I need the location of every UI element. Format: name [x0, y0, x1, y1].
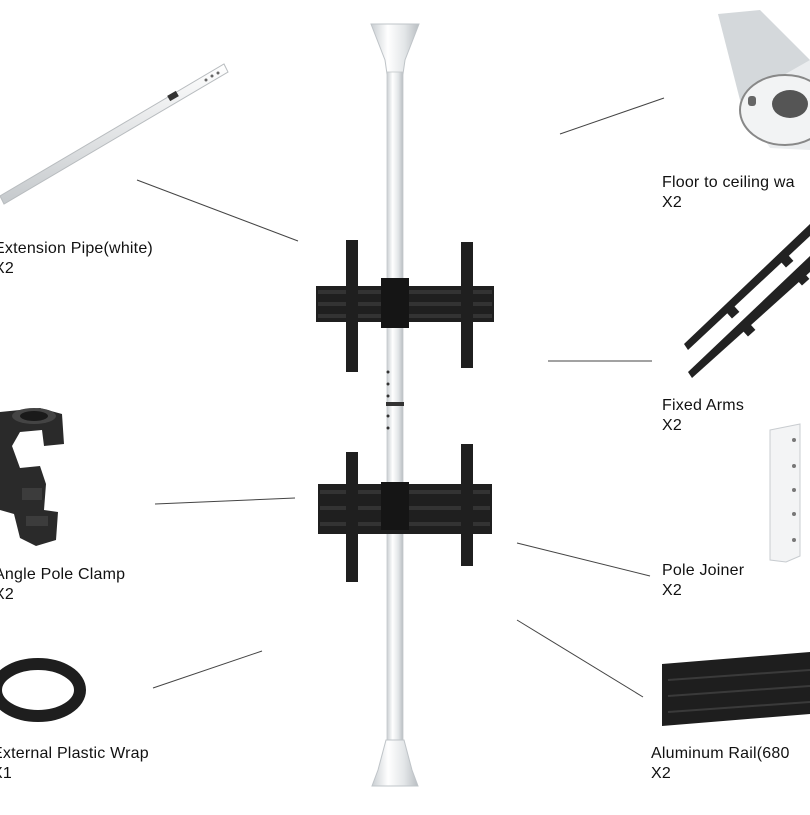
leader-line-extension-pipe [136, 179, 299, 242]
extension-pipe-image [0, 63, 229, 205]
label-aluminum-rail: Aluminum Rail(680 X2 [651, 744, 790, 784]
upper-tv-mount [316, 240, 494, 372]
part-name: External Plastic Wrap [0, 745, 149, 762]
leader-lines [136, 97, 665, 698]
part-name: Floor to ceiling wa [662, 174, 795, 191]
pole-assembly-image [316, 23, 494, 787]
label-floor-ceiling: Floor to ceiling wa X2 [662, 173, 795, 213]
leader-line-floor-ceiling [559, 97, 665, 135]
leader-line-aluminum-rail [516, 619, 644, 698]
part-name: Aluminum Rail(680 [651, 745, 790, 762]
plastic-wrap-image [0, 658, 86, 722]
part-name: Extension Pipe(white) [0, 240, 153, 257]
part-qty: X2 [0, 260, 14, 277]
lower-tv-mount [318, 444, 492, 582]
leader-line-plastic-wrap [152, 650, 263, 689]
label-plastic-wrap: External Plastic Wrap X1 [0, 744, 149, 784]
part-name: Fixed Arms [662, 397, 745, 414]
part-qty: X2 [0, 586, 14, 603]
label-fixed-arms: Fixed Arms X2 [662, 396, 744, 436]
part-name: Angle Pole Clamp [0, 566, 126, 583]
leader-line-pole-joiner [516, 542, 651, 577]
label-extension-pipe: Extension Pipe(white) X2 [0, 239, 153, 279]
part-name: Pole Joiner [662, 562, 745, 579]
ceiling-plate-image [718, 10, 810, 150]
part-qty: X2 [662, 417, 682, 434]
part-qty: X2 [662, 194, 682, 211]
leader-line-angle-clamp [154, 497, 296, 505]
aluminum-rail-image [662, 652, 810, 726]
angle-pole-clamp-image [0, 408, 64, 546]
fixed-arms-image [684, 224, 810, 378]
part-qty: X2 [662, 582, 682, 599]
label-angle-pole-clamp: Angle Pole Clamp X2 [0, 565, 125, 605]
label-pole-joiner: Pole Joiner X2 [662, 561, 744, 601]
part-qty: X1 [0, 765, 12, 782]
part-qty: X2 [651, 765, 671, 782]
pole-joiner-image [769, 423, 801, 563]
